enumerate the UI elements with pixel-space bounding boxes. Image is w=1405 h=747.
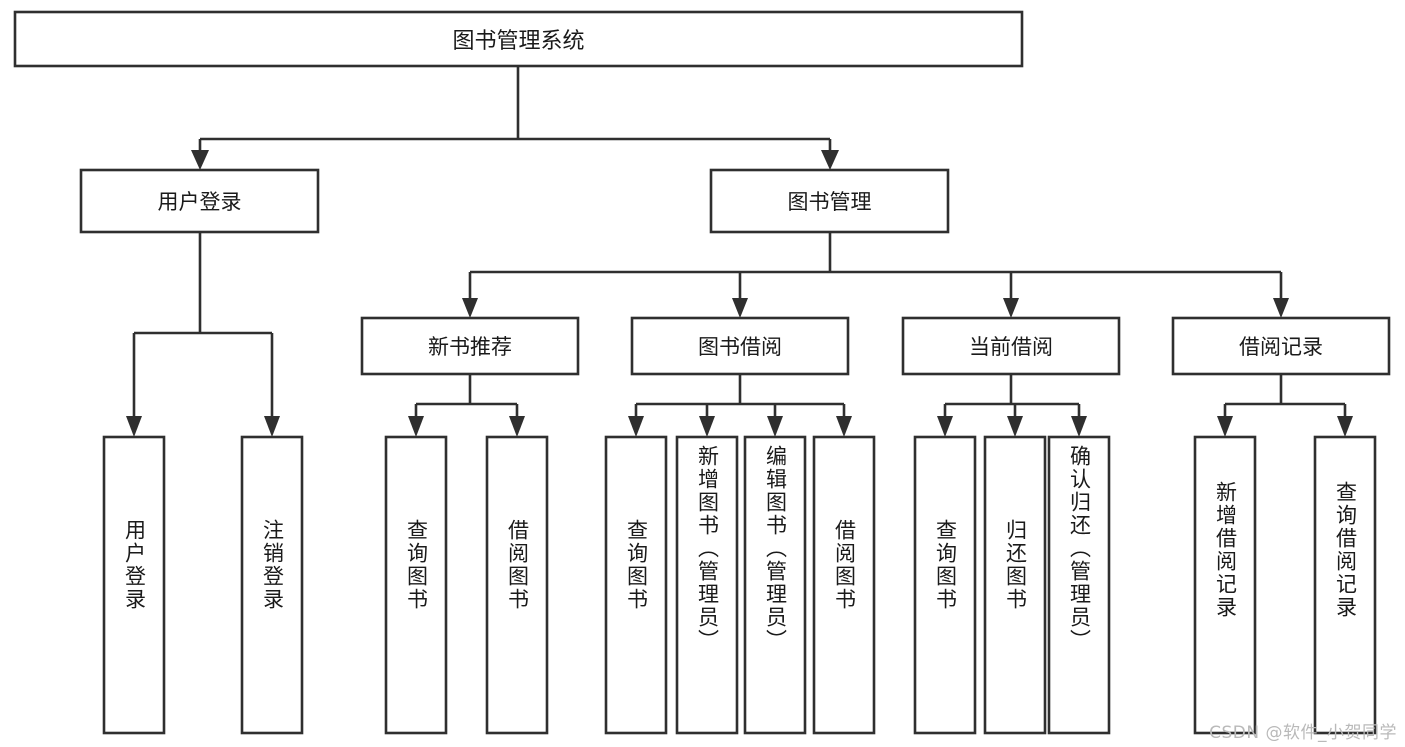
arrow-head-icon: [732, 298, 748, 318]
leaf-box[interactable]: [604, 435, 668, 735]
connector-layer: [126, 66, 1353, 437]
leaf-box[interactable]: [485, 435, 549, 735]
leaf-box[interactable]: [1193, 435, 1257, 735]
arrow-head-icon: [767, 416, 783, 437]
leaf-box[interactable]: [812, 435, 876, 735]
leaf-box[interactable]: [1313, 435, 1377, 735]
arrow-head-icon: [1337, 416, 1353, 437]
arrow-head-icon: [628, 416, 644, 437]
leaf-box[interactable]: [240, 435, 304, 735]
arrow-head-icon: [1007, 416, 1023, 437]
arrow-head-icon: [699, 416, 715, 437]
node-box-current-borrow[interactable]: [901, 316, 1121, 376]
arrow-head-icon: [462, 298, 478, 318]
leaf-box[interactable]: [913, 435, 977, 735]
leaf-box[interactable]: [384, 435, 448, 735]
arrow-head-icon: [836, 416, 852, 437]
node-box-borrow-record[interactable]: [1171, 316, 1391, 376]
node-box-book-manage[interactable]: [709, 168, 950, 234]
leaf-box[interactable]: [1047, 435, 1111, 735]
arrow-head-icon: [1217, 416, 1233, 437]
arrow-head-icon: [1003, 298, 1019, 318]
node-box-new-book-rec[interactable]: [360, 316, 580, 376]
arrow-head-icon: [509, 416, 525, 437]
node-box-root[interactable]: [13, 10, 1024, 68]
arrow-head-icon: [1273, 298, 1289, 318]
arrow-head-icon: [1071, 416, 1087, 437]
leaf-box[interactable]: [743, 435, 807, 735]
arrow-head-icon: [191, 150, 209, 170]
leaf-box[interactable]: [983, 435, 1047, 735]
arrow-head-icon: [264, 416, 280, 437]
node-box-layer: [13, 10, 1391, 735]
arrow-head-icon: [937, 416, 953, 437]
node-box-user-login[interactable]: [79, 168, 320, 234]
node-box-book-borrow[interactable]: [630, 316, 850, 376]
arrow-head-icon: [126, 416, 142, 437]
leaf-box[interactable]: [102, 435, 166, 735]
arrow-head-icon: [821, 150, 839, 170]
arrow-head-icon: [408, 416, 424, 437]
leaf-box[interactable]: [675, 435, 739, 735]
